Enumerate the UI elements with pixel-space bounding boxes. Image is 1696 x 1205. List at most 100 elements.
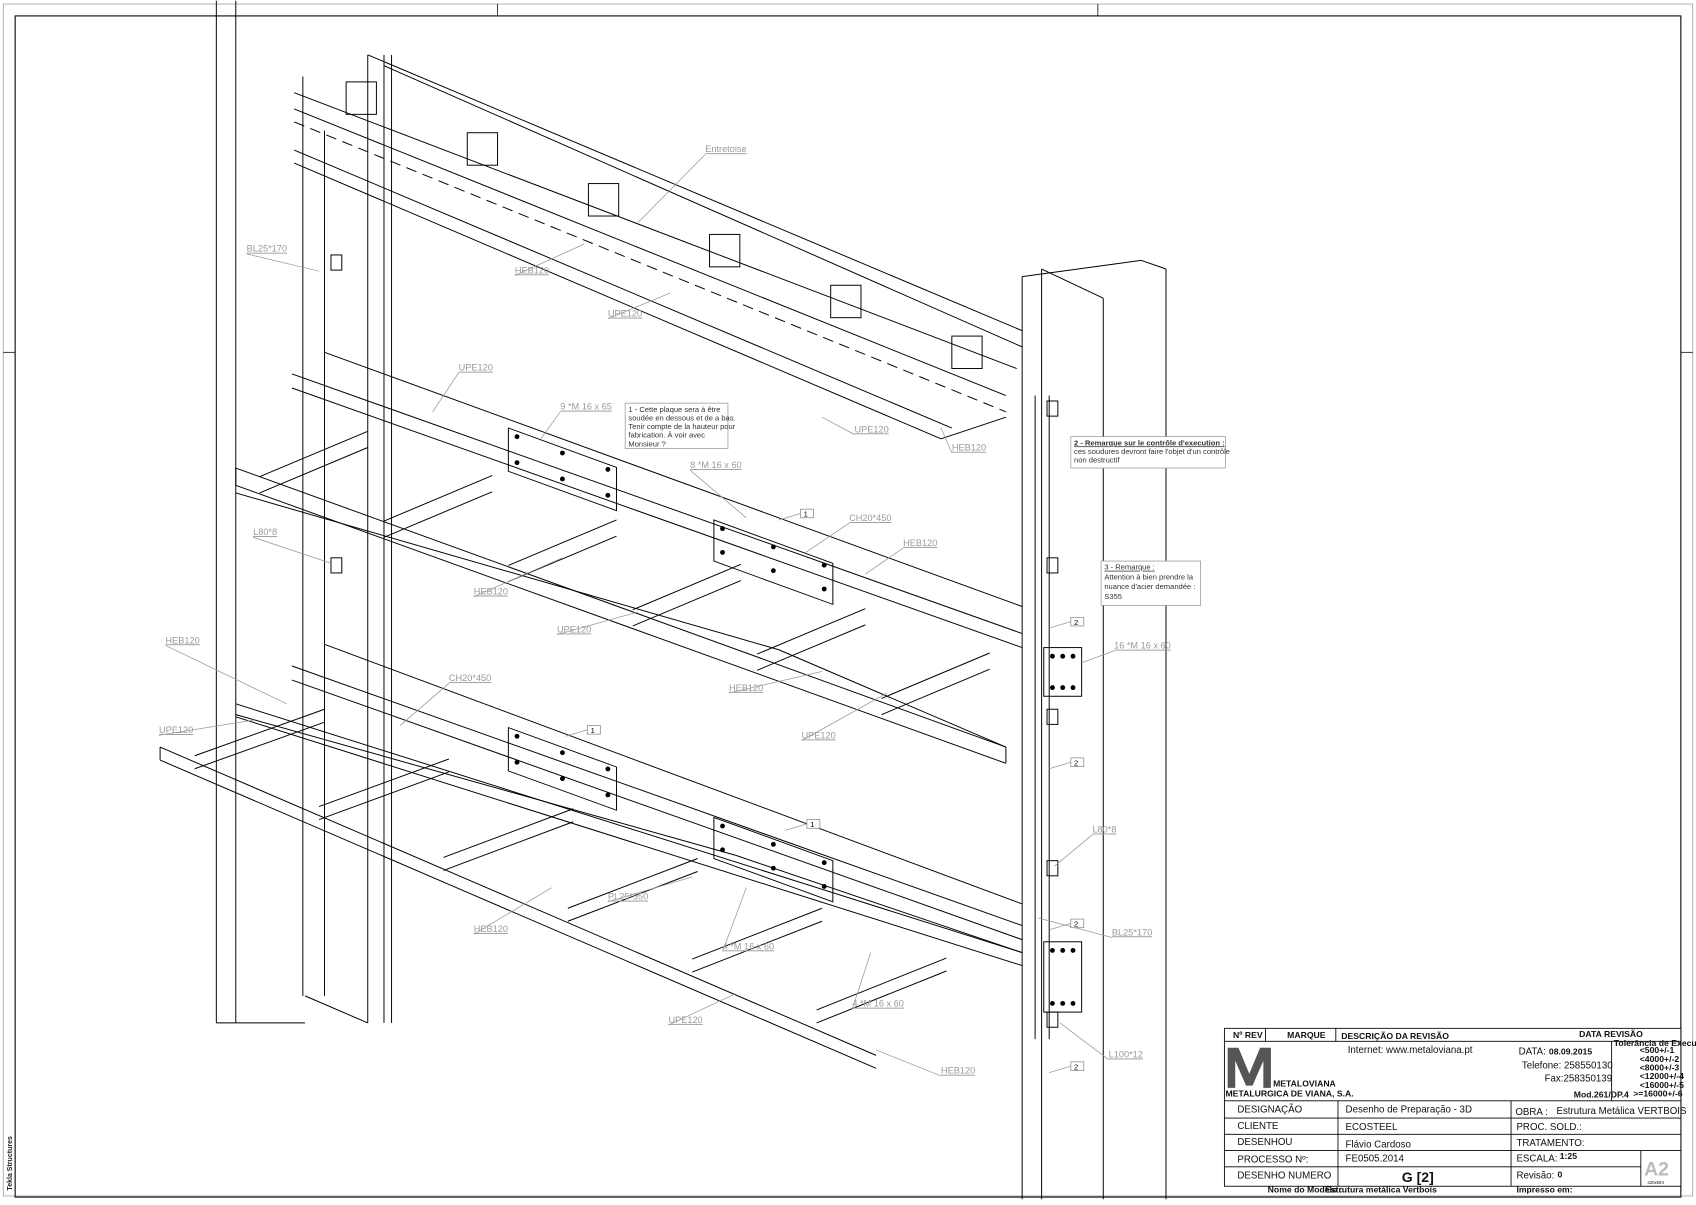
bolt-hole [605,466,611,472]
bolt-hole [1049,685,1055,691]
footer-model-label: Nome do Modelo : [1268,1185,1343,1195]
ladder-rung [567,858,698,909]
tolerance-item: >=16000+/-6 [1633,1088,1682,1098]
ladder-rung [692,907,823,960]
ladder-rung [881,652,990,699]
leader-line [1059,1022,1109,1060]
bracket-plate [587,183,620,217]
part-label-l100: L100*12 [1109,1050,1143,1060]
bracket-plate [466,132,499,166]
part-label-l80-b: L80*8 [1092,825,1116,835]
bolt-hole [770,865,776,871]
bolt-hole [720,526,725,532]
part-label-ch20-b: CH20*450 [449,673,491,683]
side-text: Tekla Structures [7,1136,14,1191]
note-2-line: non destructif [1074,456,1120,465]
note-marker-1: 1 [800,508,814,519]
rev-header-n: Nº REV [1233,1030,1263,1040]
right-column-edge [1022,259,1142,278]
leader-line [565,729,588,737]
bolt-hole [605,792,611,798]
bolt-hole [560,476,565,482]
part-label-upe120-g: UPE120 [668,1015,702,1025]
bolt-hole [1060,653,1066,659]
note-marker-text: 2 [1074,618,1078,627]
part-label-ch20-a: CH20*450 [849,513,891,523]
upper-ladder-edge [235,467,1007,748]
bolt-hole [514,434,520,440]
ladder-rung [632,563,742,611]
part-label-heb120-g: HEB120 [474,924,508,934]
leader-lines [158,154,1115,1077]
leader-line [785,823,808,831]
top-beam-edge [294,92,1017,369]
bolt-hole [821,586,827,592]
part-label-upe120-f: UPE120 [159,725,193,735]
angle-cleat [1046,860,1059,877]
note-2-title: 2 - Remarque sur le contrôle d'execution… [1074,438,1225,447]
part-label-pl25: PL25*550 [608,892,648,902]
ladder-rung [692,920,823,973]
angle-cleat [1046,400,1059,417]
part-label-upe120-b: UPE120 [459,363,493,373]
bolt-hole [821,884,827,889]
splice-plate [713,816,834,903]
leader-line [722,887,747,952]
bolt-hole [560,776,565,782]
ladder-rung [259,447,368,494]
leader-line [637,154,706,223]
part-label-bl25-top: BL25*170 [247,244,287,254]
leader-line [514,243,585,276]
leader-line [865,547,904,575]
angle-cleat [330,254,343,271]
note-1-line: fabrication. À voir avec [628,431,705,440]
leader-line [165,645,287,705]
note-2-line: ces soudures devront faire l'objet d'un … [1074,447,1230,456]
angle-cleat [1046,557,1059,574]
leader-line [473,557,563,598]
lower-ladder-edge [235,716,1023,967]
tolerance-item: <4000+/-2 [1640,1054,1680,1064]
note-1: 1 - Cette plaque sera à être soudée en d… [624,402,736,449]
angle-cleat [1046,708,1059,725]
part-label-heb120-e: HEB120 [729,683,763,693]
ladder-rung [816,970,947,1024]
ladder-rung [383,491,493,538]
row-value: FE0505.2014 [1346,1153,1405,1164]
logo-company: METALURGICA DE VIANA, S.A. [1225,1088,1353,1098]
footer-model-value: Estrutura metálica Vertbois [1325,1185,1437,1195]
part-label-bolts-16: 16 *M 16 x 60 [1114,641,1171,651]
ladder-rung [816,957,947,1011]
data-label: DATA: [1519,1046,1546,1057]
leader-line [158,719,255,736]
tolerance-title: Tolerância de Execução: [1614,1038,1696,1048]
part-label-l80-a: L80*8 [253,527,277,537]
splice-plate [507,726,618,811]
diagonal-member-edge [235,492,779,651]
note-marker-2: 2 [1070,616,1085,627]
bracket-plate [830,284,862,319]
ladder-rung [632,580,742,627]
lower-ladder-edge [159,759,877,1069]
ladder-rung [508,519,617,566]
ladder-rung [443,808,574,858]
top-beam-edge [367,54,1023,332]
note-1-line: Monsieur ? [628,439,665,448]
splice-plate [507,427,618,512]
telefone: Telefone: 258550130 [1522,1060,1613,1071]
note-1-line: Tenir compte de la hauteur pour [628,422,735,431]
part-label-heb120-f: HEB120 [165,635,199,645]
bolt-hole [1049,653,1055,659]
upper-ladder-edge [235,484,1007,764]
leader-line [556,611,639,635]
part-label-upe120-d: UPE120 [557,624,591,634]
title-block-text: Nº REV MARQUE DESCRIÇÃO DA REVISÃO DATA … [1225,1029,1696,1195]
format-sub: 420x594 [1647,1180,1664,1185]
leader-line [1081,650,1115,664]
note-3-line: Attention à bien prendre la [1104,572,1194,581]
upper-ladder-edge [324,351,1023,607]
bolt-hole [770,841,776,847]
top-beam-edge [383,65,1023,348]
